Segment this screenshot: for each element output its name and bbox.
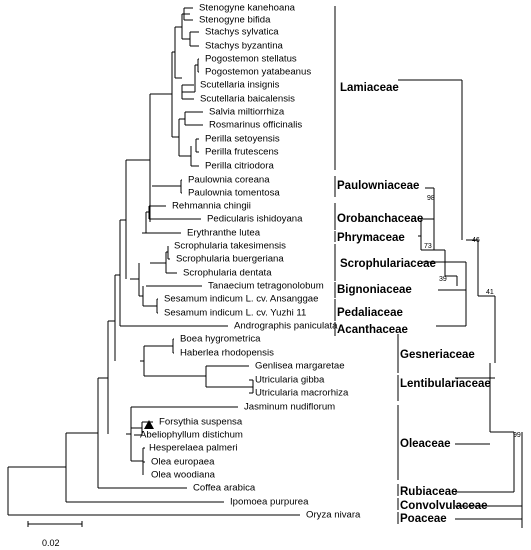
family-label: Oleaceae [400,438,451,450]
taxon-label: Perilla frutescens [205,147,279,158]
taxon-label: Sesamum indicum L. cv. Ansanggae [164,294,318,305]
taxon-label: Scrophularia takesimensis [174,241,286,252]
family-label: Gesneriaceae [400,349,475,361]
support-value: 39 [439,276,447,283]
taxon-label: Andrographis paniculata [234,321,338,332]
family-label: Pedaliaceae [337,307,403,319]
taxon-label: Jasminum nudiflorum [244,402,335,413]
tree-branches [7,6,523,528]
support-value: 98 [427,195,435,202]
taxon-label: Tanaecium tetragonolobum [208,281,324,292]
scale-bar: 0.02 [27,521,83,548]
taxon-label: Scrophularia dentata [183,268,272,279]
taxon-label: Stenogyne bifida [199,15,271,26]
taxon-label: Pogostemon yatabeanus [205,67,311,78]
taxon-label: Erythranthe lutea [187,228,261,239]
taxon-label: Stachys sylvatica [205,27,279,38]
taxon-label: Stenogyne kanehoana [199,3,296,14]
taxon-label: Perilla setoyensis [205,134,280,145]
taxon-label: Paulownia tomentosa [188,188,280,199]
taxon-label: Olea woodiana [151,470,216,481]
taxon-label: Genlisea margaretae [255,361,345,372]
marker-group [144,420,154,429]
taxon-label: Utricularia macrorhiza [255,388,349,399]
support-value: 41 [486,289,494,296]
family-label: Orobanchaceae [337,213,423,225]
taxon-label: Scrophularia buergeriana [176,254,284,265]
family-label: Rubiaceae [400,486,458,498]
family-label: Scrophulariaceae [340,258,436,270]
taxon-label: Olea europaea [151,457,215,468]
taxon-label: Coffea arabica [193,483,256,494]
scale-bar-label: 0.02 [42,538,60,548]
family-label: Paulowniaceae [337,180,419,192]
taxon-label: Salvia miltiorrhiza [209,107,285,118]
taxon-label: Scutellaria baicalensis [200,94,295,105]
taxon-label: Haberlea rhodopensis [180,348,274,359]
taxon-label: Forsythia suspensa [159,417,243,428]
family-label: Bignoniaceae [337,284,412,296]
taxon-label: Ipomoea purpurea [230,497,309,508]
family-label: Acanthaceae [337,324,408,336]
family-label: Convolvulaceae [400,500,488,512]
taxon-label: Oryza nivara [306,510,361,521]
taxon-label: Perilla citriodora [205,161,274,172]
taxon-label: Stachys byzantina [205,41,284,52]
taxon-label: Pogostemon stellatus [205,54,297,65]
taxon-label: Boea hygrometrica [180,334,261,345]
family-label: Lamiaceae [340,82,399,94]
support-value: 99 [513,432,521,439]
taxon-label: Rosmarinus officinalis [209,120,302,131]
support-value: 46 [472,237,480,244]
family-label: Poaceae [400,513,447,525]
filled-triangle-icon [144,420,154,429]
taxon-label: Sesamum indicum L. cv. Yuzhi 11 [164,308,306,319]
family-label: Lentibulariaceae [400,378,491,390]
taxon-label: Paulownia coreana [188,175,270,186]
taxon-label: Scutellaria insignis [200,80,280,91]
taxon-label: Hesperelaea palmeri [149,443,238,454]
taxon-label: Pedicularis ishidoyana [207,214,303,225]
taxon-label: Abeliophyllum distichum [140,430,243,441]
taxon-label: Rehmannia chingii [172,201,251,212]
family-label: Phrymaceae [337,232,405,244]
taxon-label: Utricularia gibba [255,375,325,386]
support-value: 73 [424,243,432,250]
